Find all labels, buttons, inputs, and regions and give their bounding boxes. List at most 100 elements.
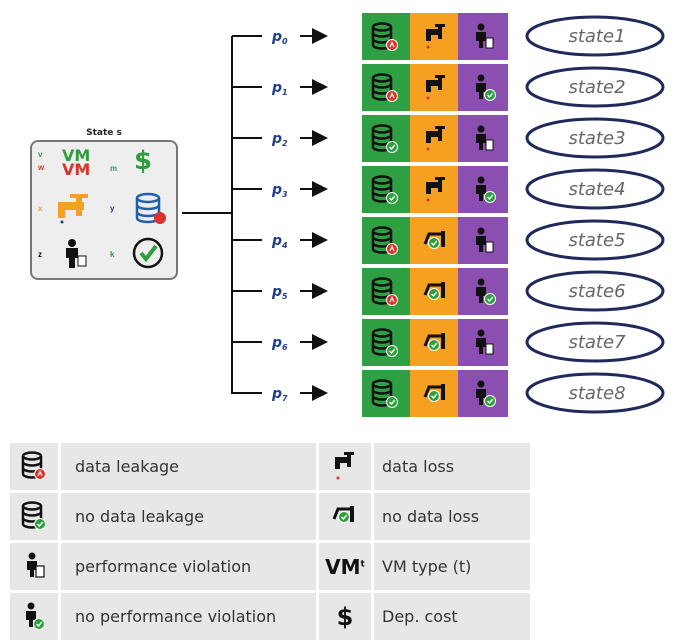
legend-label: no data leakage <box>61 493 319 543</box>
state-label: state1 <box>568 26 625 47</box>
state-ellipse <box>525 168 665 210</box>
state-label: state7 <box>568 332 626 353</box>
leak-badge-icon <box>385 38 399 52</box>
hourglass-icon <box>485 37 494 49</box>
leak-badge-icon <box>385 89 399 103</box>
database-ok-icon <box>21 500 47 530</box>
y-label: y <box>110 204 115 213</box>
legend-label: Dep. cost <box>374 593 530 643</box>
faucet-leak-icon <box>335 451 354 479</box>
state-ellipse <box>525 270 665 312</box>
legend-row: performance violation VMt VM type (t) <box>10 543 530 593</box>
cost-cell: m $ <box>108 146 174 180</box>
legend-row: no performance violation $ Dep. cost <box>10 593 530 643</box>
state-label: state6 <box>568 281 625 302</box>
ok-badge-icon <box>427 236 441 250</box>
probability-label: p0 <box>271 29 288 46</box>
vm-type-icon: VMt <box>325 555 365 579</box>
state-ellipse <box>525 219 665 261</box>
ok-badge-icon <box>385 344 399 358</box>
hourglass-icon <box>485 241 494 253</box>
legend-label: no performance violation <box>61 593 319 643</box>
legend-row: no data leakage no data loss <box>10 493 530 543</box>
legend-icon-cell <box>319 443 374 493</box>
check-cell: k <box>108 236 174 269</box>
state-ellipse <box>525 117 665 159</box>
hourglass-icon <box>485 139 494 151</box>
ok-badge-icon <box>385 140 399 154</box>
loss-cell <box>410 166 458 213</box>
legend-label: performance violation <box>61 543 319 593</box>
z-label: z <box>38 250 42 259</box>
drop-icon <box>426 147 430 151</box>
database-icon <box>135 192 166 224</box>
ok-badge-icon <box>385 191 399 205</box>
state-ellipse <box>525 321 665 363</box>
branch-row: p0 state1 <box>232 13 665 60</box>
dollar-icon: $ <box>134 146 153 176</box>
state-label: state3 <box>568 128 625 149</box>
vm-v-icon: VM <box>62 146 91 165</box>
person-hourglass-icon <box>66 239 87 268</box>
ok-badge-icon <box>385 395 399 409</box>
vm-icon-sup: t <box>360 558 365 569</box>
state-label: state8 <box>568 383 625 404</box>
vm-cell: v w VM VM <box>36 146 102 180</box>
branch-row: p2 state3 <box>232 115 665 162</box>
legend-icon-cell <box>10 443 61 493</box>
state-title: State s <box>86 128 122 138</box>
state-label: state2 <box>568 77 625 98</box>
vm-icon-text: VM <box>325 554 361 579</box>
person-ok-icon <box>26 602 46 630</box>
ok-badge-icon <box>427 338 441 352</box>
state-ellipse <box>525 66 665 108</box>
ok-badge-icon <box>483 88 497 102</box>
database-leak-icon <box>21 450 47 480</box>
state-ellipse <box>525 15 665 57</box>
ok-badge-icon <box>427 389 441 403</box>
legend-icon-cell <box>319 493 374 543</box>
legend-icon-cell: $ <box>319 593 374 643</box>
loss-cell <box>410 13 458 60</box>
legend-icon-cell: VMt <box>319 543 374 593</box>
person-hourglass-icon <box>27 552 45 578</box>
m-label: m <box>110 164 118 173</box>
k-label: k <box>110 250 115 259</box>
drop-icon <box>426 45 430 49</box>
hourglass-icon <box>485 343 494 355</box>
legend-label: VM type (t) <box>374 543 530 593</box>
faucet-icon <box>58 194 88 224</box>
loss-cell <box>410 115 458 162</box>
faucet-cell: x <box>36 192 102 224</box>
probability-label: p3 <box>271 182 288 199</box>
v-label: v <box>38 150 43 159</box>
leak-badge-icon <box>385 242 399 256</box>
drop-icon <box>426 198 430 202</box>
leak-badge-icon <box>385 293 399 307</box>
performance-cell: z <box>36 236 102 268</box>
legend-icon-cell <box>10 543 61 593</box>
vm-w-icon: VM <box>62 160 91 179</box>
legend-label: data leakage <box>61 443 319 493</box>
w-label: w <box>38 163 45 172</box>
dollar-icon: $ <box>336 602 354 631</box>
x-label: x <box>38 204 43 213</box>
legend-icon-cell <box>10 593 61 643</box>
check-circle-icon <box>132 237 164 269</box>
probability-label: p5 <box>271 284 288 301</box>
probability-label: p1 <box>271 80 288 97</box>
state-box: v w VM VM m $ x y z <box>30 140 178 280</box>
probability-label: p2 <box>271 131 288 148</box>
state-label: state5 <box>568 230 625 251</box>
legend-label: data loss <box>374 443 530 493</box>
ok-badge-icon <box>483 394 497 408</box>
state-ellipse <box>525 372 665 414</box>
probability-label: p6 <box>271 335 288 352</box>
legend-row: data leakage data loss <box>10 443 530 493</box>
ok-badge-icon <box>483 292 497 306</box>
branch-row: p5 state6 <box>232 268 665 315</box>
